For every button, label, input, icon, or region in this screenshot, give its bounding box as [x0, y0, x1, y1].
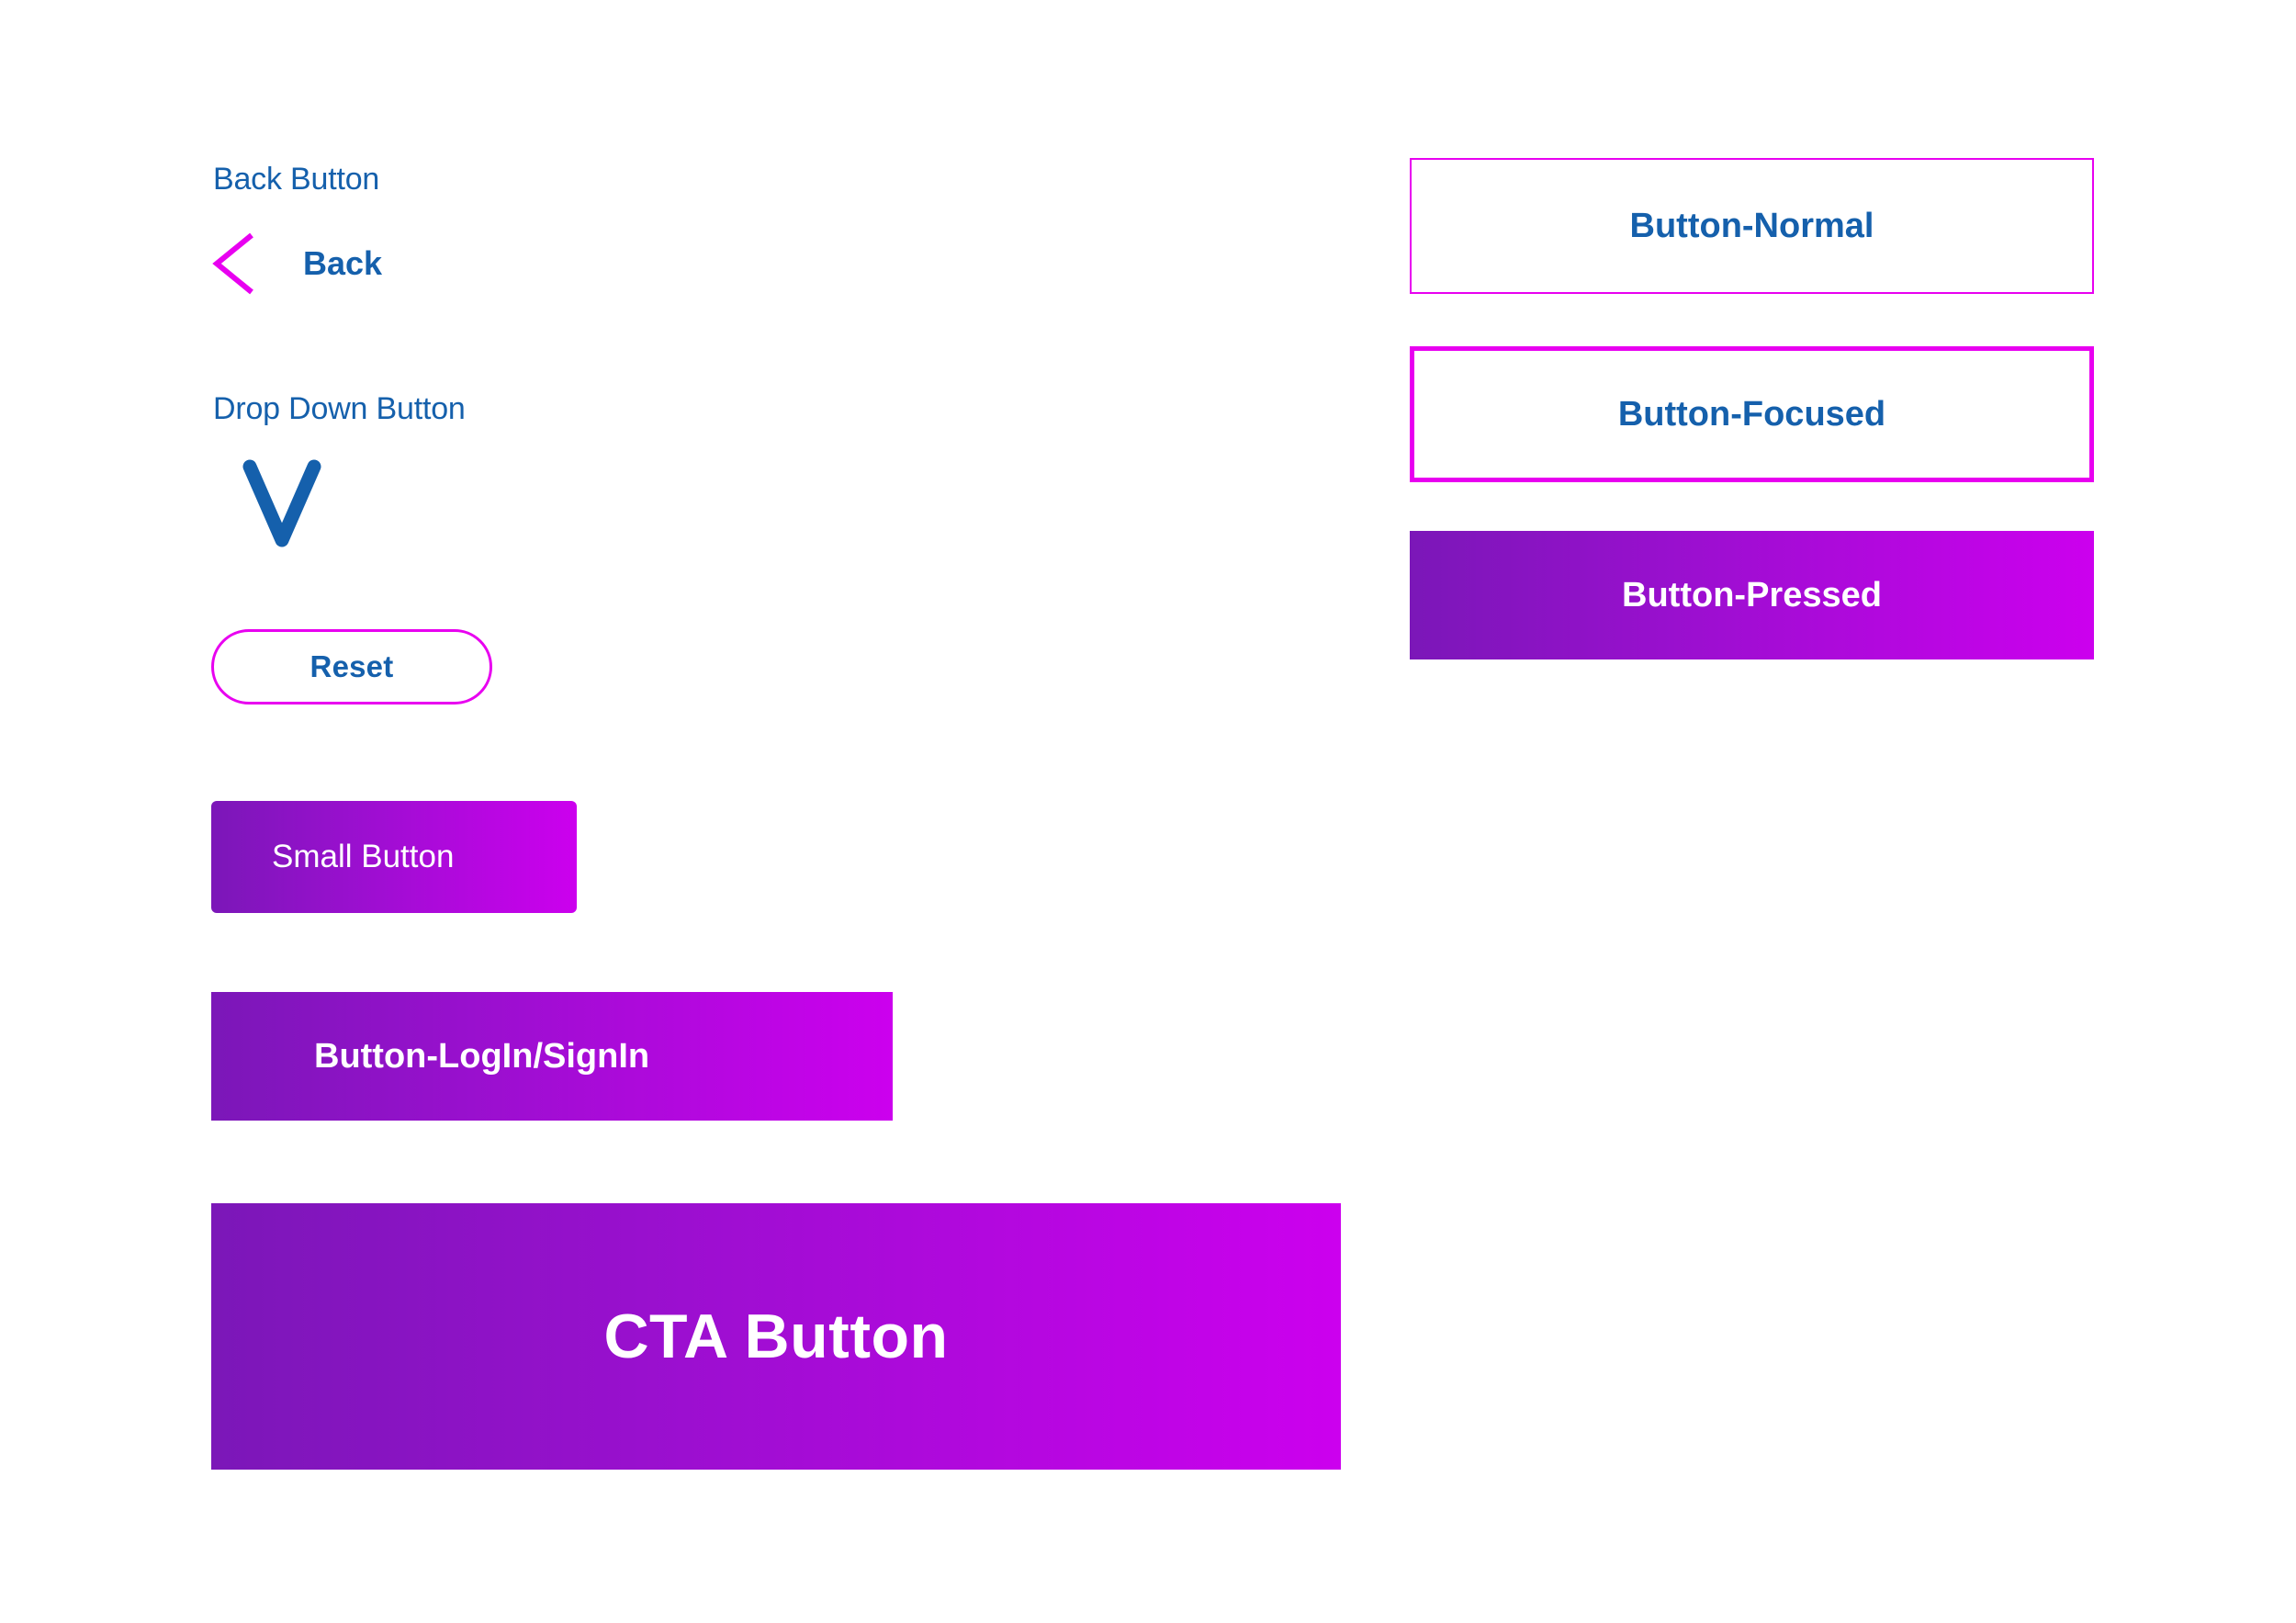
dropdown-button[interactable] — [241, 457, 323, 549]
dropdown-button-section-label: Drop Down Button — [213, 391, 466, 426]
back-button-section-label: Back Button — [213, 162, 380, 197]
back-button-label: Back — [303, 244, 383, 282]
button-normal[interactable]: Button-Normal — [1410, 158, 2094, 294]
login-signin-button-label: Button-LogIn/SignIn — [314, 1036, 650, 1076]
cta-button-label: CTA Button — [603, 1302, 949, 1371]
reset-button-label: Reset — [310, 649, 394, 683]
button-normal-label: Button-Normal — [1629, 206, 1874, 245]
button-focused[interactable]: Button-Focused — [1410, 346, 2094, 482]
chevron-down-icon — [241, 457, 323, 549]
back-button[interactable]: Back — [211, 231, 382, 296]
button-focused-label: Button-Focused — [1617, 394, 1886, 434]
cta-button[interactable]: CTA Button — [211, 1203, 1341, 1470]
small-button-label: Small Button — [272, 839, 455, 874]
chevron-left-icon — [211, 231, 255, 296]
small-button[interactable]: Small Button — [211, 801, 577, 913]
button-pressed[interactable]: Button-Pressed — [1410, 531, 2094, 659]
button-pressed-label: Button-Pressed — [1622, 575, 1882, 614]
reset-button[interactable]: Reset — [211, 629, 492, 704]
login-signin-button[interactable]: Button-LogIn/SignIn — [211, 992, 893, 1121]
